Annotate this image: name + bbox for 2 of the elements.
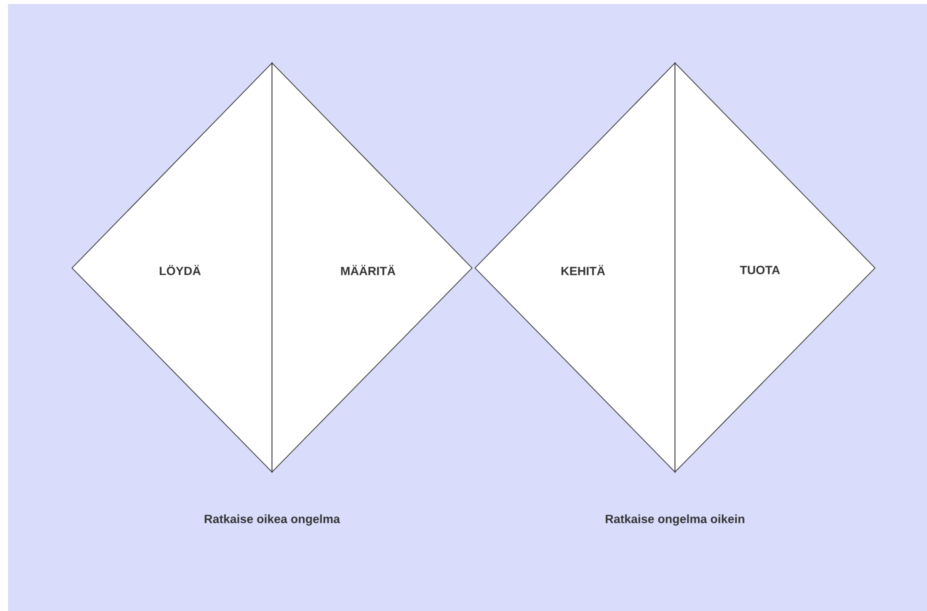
- caption: Ratkaise oikea ongelma: [204, 514, 340, 526]
- caption: Ratkaise ongelma oikein: [606, 514, 744, 526]
